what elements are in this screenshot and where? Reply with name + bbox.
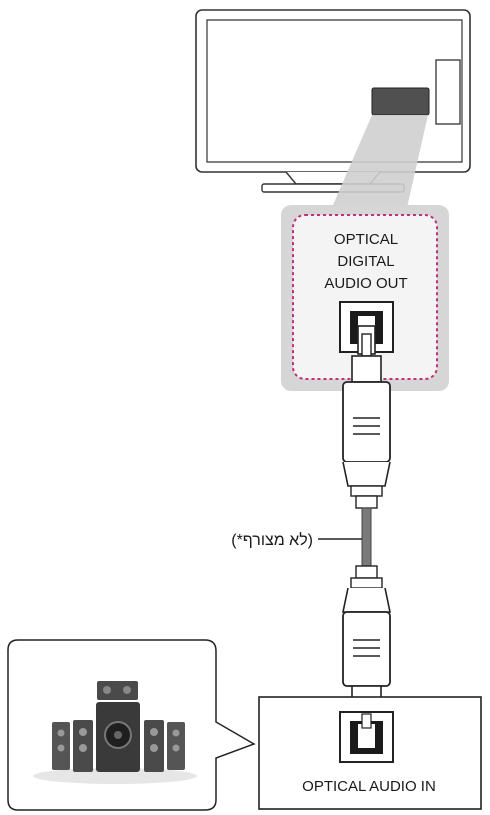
tv-port-callout: OPTICAL DIGITAL AUDIO OUT xyxy=(281,205,449,391)
optical-plug-icon xyxy=(342,325,391,509)
tv-icon xyxy=(195,9,471,193)
speaker-callout xyxy=(7,639,256,811)
zoom-wedge xyxy=(330,115,428,212)
tv-port-label-line1: OPTICAL xyxy=(334,231,398,248)
cable-note: (*לא מצורף) xyxy=(231,531,313,549)
speaker-system-icon xyxy=(52,681,185,772)
optical-cable xyxy=(361,507,372,569)
optical-port-icon xyxy=(339,711,394,763)
tv-port-label-line2: DIGITAL xyxy=(337,253,394,270)
device-port-label: OPTICAL AUDIO IN xyxy=(302,778,436,795)
tv-port-label-line3: AUDIO OUT xyxy=(324,275,407,292)
optical-plug-icon xyxy=(342,565,391,727)
audio-device-box: OPTICAL AUDIO IN xyxy=(258,696,482,810)
